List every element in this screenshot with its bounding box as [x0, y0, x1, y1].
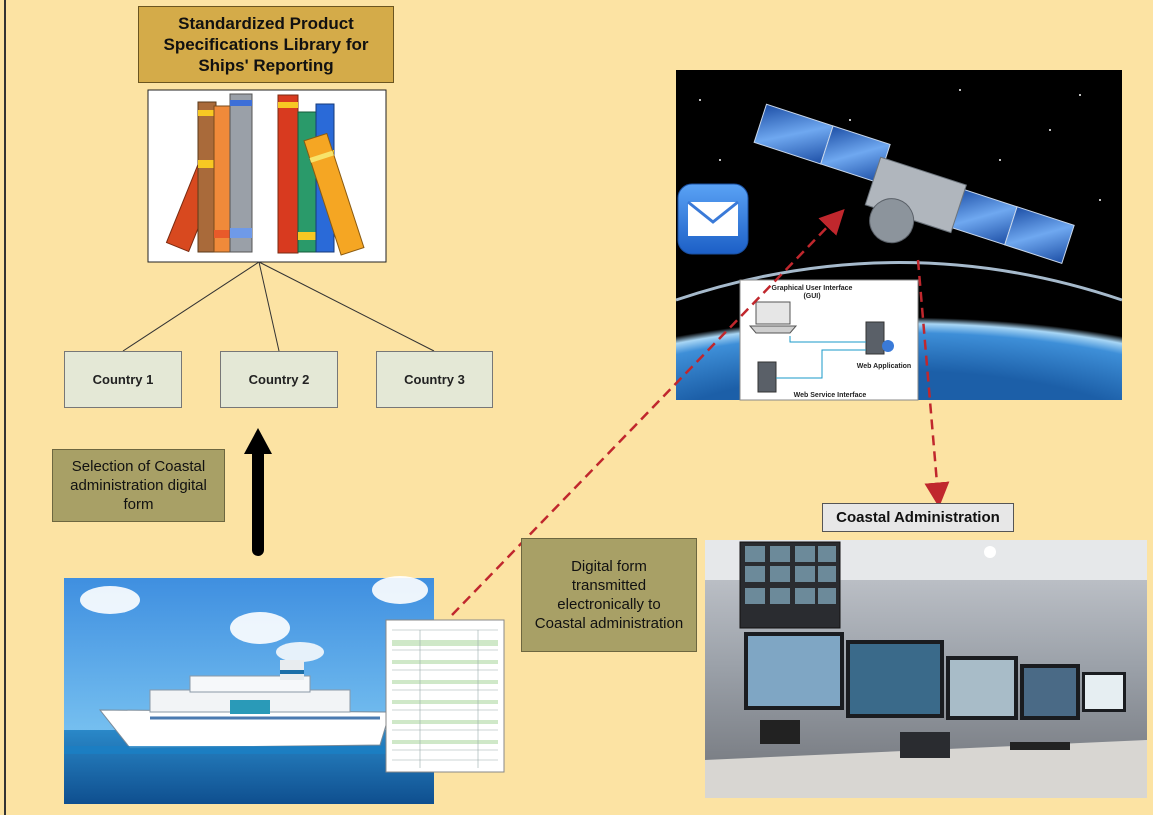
coastal-administration-label: Coastal Administration: [822, 503, 1014, 532]
gui-title-line2: (GUI): [803, 293, 820, 300]
transmission-dashed-arrows: [451, 209, 950, 616]
transmission-label-box: Digital form transmitted electronically …: [521, 538, 697, 652]
books-library-image: [147, 89, 387, 263]
cruise-ship-image: [64, 576, 434, 804]
gui-web-application-label: Web Application: [857, 363, 911, 370]
digital-form-document: [385, 619, 505, 773]
country-1-box: Country 1: [64, 351, 182, 408]
gui-title-line1: Graphical User Interface: [772, 285, 853, 292]
email-envelope-icon: [677, 183, 749, 255]
control-room-image: [705, 540, 1147, 798]
gui-web-service-interface-label: Web Service Interface: [794, 392, 867, 399]
left-border-line: [4, 0, 6, 815]
country-2-box: Country 2: [220, 351, 338, 408]
selection-up-arrow: [244, 428, 272, 556]
selection-label-box: Selection of Coastal administration digi…: [52, 449, 225, 522]
library-title-box: Standardized Product Specifications Libr…: [138, 6, 394, 83]
gui-architecture-panel: Graphical User Interface (GUI) Web Appli…: [739, 279, 919, 401]
country-3-box: Country 3: [376, 351, 493, 408]
tree-connector-lines: [122, 261, 435, 352]
